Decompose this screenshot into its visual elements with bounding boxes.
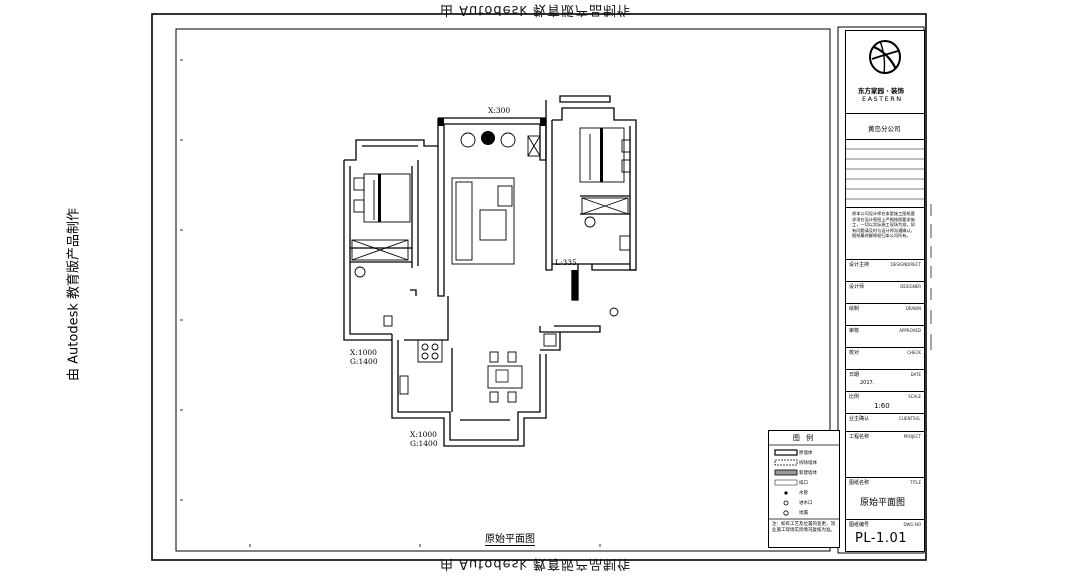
legend-item: 新建墙体 (799, 471, 817, 476)
date-value: 2017. (860, 380, 875, 386)
field-label: 校对 (849, 350, 860, 356)
scale-value: 1:60 (874, 402, 890, 410)
branch-name: 黄岛分公司 (868, 125, 901, 133)
legend-item: 水管 (799, 491, 808, 496)
legend-item: 排口 (799, 481, 808, 486)
field-label: 设计师 (849, 284, 865, 290)
field-label: 设计主持 (849, 262, 870, 268)
dim-g1400-b: G:1400 (410, 439, 438, 448)
field-label-en: DESIGNDIRECT (890, 262, 921, 267)
field-label: 比例 (849, 394, 860, 400)
legend-swatches (769, 444, 839, 520)
field-label-en: TITLE (910, 480, 921, 485)
brand-en: EASTERN (862, 95, 903, 103)
dim-x300: X:300 (488, 106, 511, 115)
dim-g1400-a: G:1400 (350, 357, 378, 366)
field-label-en: APPROVED (899, 328, 921, 333)
field-label: 图纸编号 (849, 522, 870, 528)
field-label-en: PROJECT (903, 434, 921, 439)
note-lines (846, 148, 924, 200)
legend-note: 注：如有工艺及位置的变更，须业施工现场实际情况复核为准。 (772, 522, 835, 533)
legend-item: 原墙体 (799, 451, 813, 456)
drawing-number: PL-1.01 (855, 531, 907, 546)
field-label: 业主确认 (849, 416, 870, 422)
legend-item: 地漏 (799, 511, 808, 516)
dim-x1000-b: X:1000 (410, 430, 437, 439)
eastern-logo-icon (869, 40, 901, 74)
field-label-en: DWG.NO (903, 522, 921, 527)
field-label: 图纸名称 (849, 480, 870, 486)
field-label-en: DATE (910, 372, 921, 377)
field-label: 工程名称 (849, 434, 870, 440)
brand-cn: 东方家园 · 装饰 (858, 87, 904, 95)
legend-item: 拆除墙体 (799, 461, 817, 466)
side-strip (930, 204, 932, 350)
legend-item: 进水口 (799, 501, 813, 506)
dim-x1000-a: X:1000 (350, 348, 377, 357)
drawing-title-value: 原始平面图 (860, 498, 906, 508)
field-label-en: CHECK (907, 350, 921, 355)
field-label: 绘制 (849, 306, 860, 312)
field-label-en: CLIENTSIG. (898, 416, 921, 421)
field-label: 审核 (849, 328, 860, 334)
legend-title: 图 例 (792, 434, 816, 442)
field-label: 日期 (849, 372, 860, 378)
title-block: 东方家园 · 装饰 EASTERN 黄岛分公司 原本公司设计师在本套施工图纸要求… (845, 30, 925, 552)
plan-title: 原始平面图 (485, 530, 535, 546)
legend: 图 例 原墙体 拆除墙体 新建墙体 排口 水管 进水口 地漏 注：如有工艺及位置… (768, 430, 840, 548)
dim-l335: L:335 (555, 258, 577, 267)
company-notice: 原本公司设计师在本套施工图纸要求须在设计图纸上严格按照要求施工，一切以实际施工现… (852, 211, 915, 239)
field-label-en: SCALE (908, 394, 921, 399)
field-label-en: DESIGNER (900, 284, 921, 289)
field-label-en: DRAWN (905, 306, 921, 311)
